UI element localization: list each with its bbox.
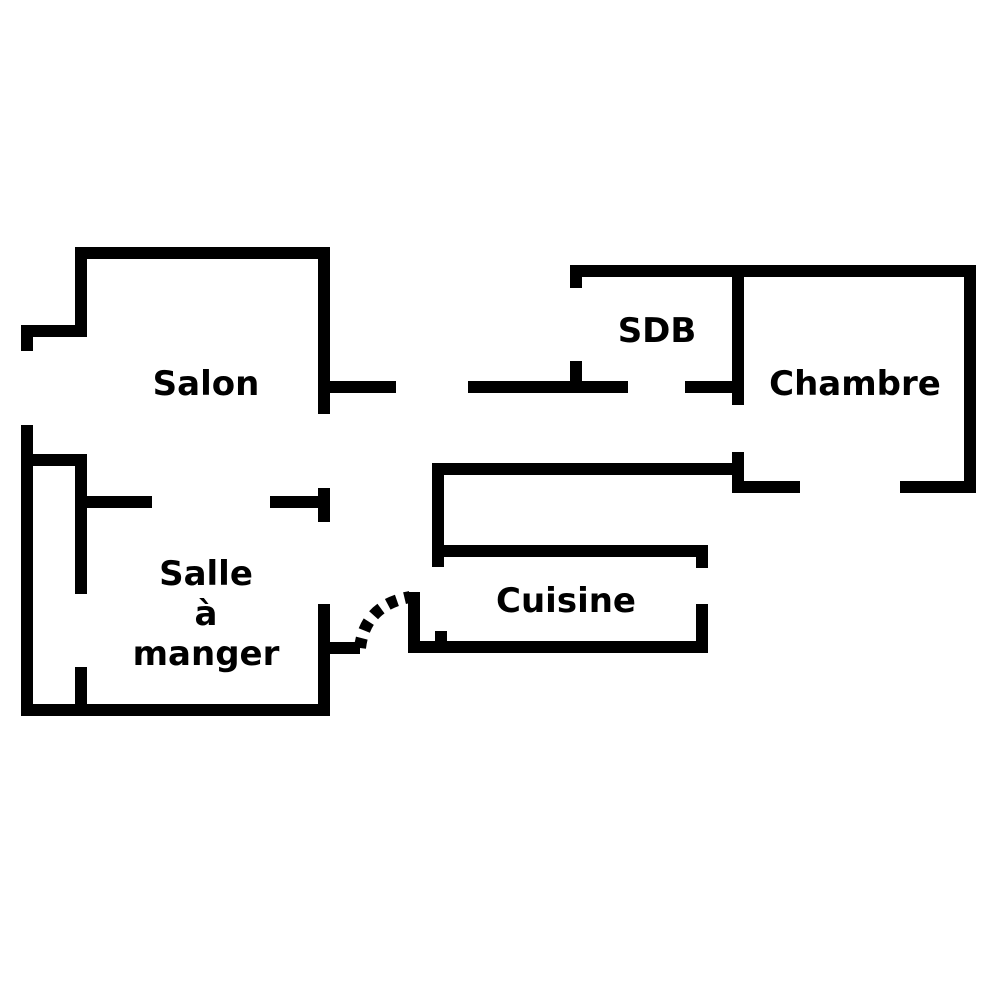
salle-bottom-right-wall [73, 604, 330, 716]
room-label-salle-line3: manger [133, 634, 280, 674]
room-label-salle-line1: Salle [159, 554, 253, 594]
cuisine-top-wall [438, 545, 708, 568]
sdb-chambre-outer-wall [570, 265, 976, 493]
salle-inner-left-wall [27, 454, 87, 594]
room-label-salle-line2: à [195, 594, 218, 634]
salle-outer-wall [21, 425, 75, 716]
room-label-chambre: Chambre [769, 364, 941, 404]
door-swing-arc [354, 591, 412, 649]
walls [21, 247, 976, 716]
salon-wall [21, 247, 330, 414]
corridor-lower-wall [432, 463, 738, 567]
room-label-salon: Salon [153, 364, 260, 404]
cuisine-bottom-wall [408, 592, 708, 653]
chambre-bottom-wall [732, 452, 800, 493]
room-label-cuisine: Cuisine [496, 581, 636, 621]
room-label-sdb: SDB [618, 311, 697, 351]
